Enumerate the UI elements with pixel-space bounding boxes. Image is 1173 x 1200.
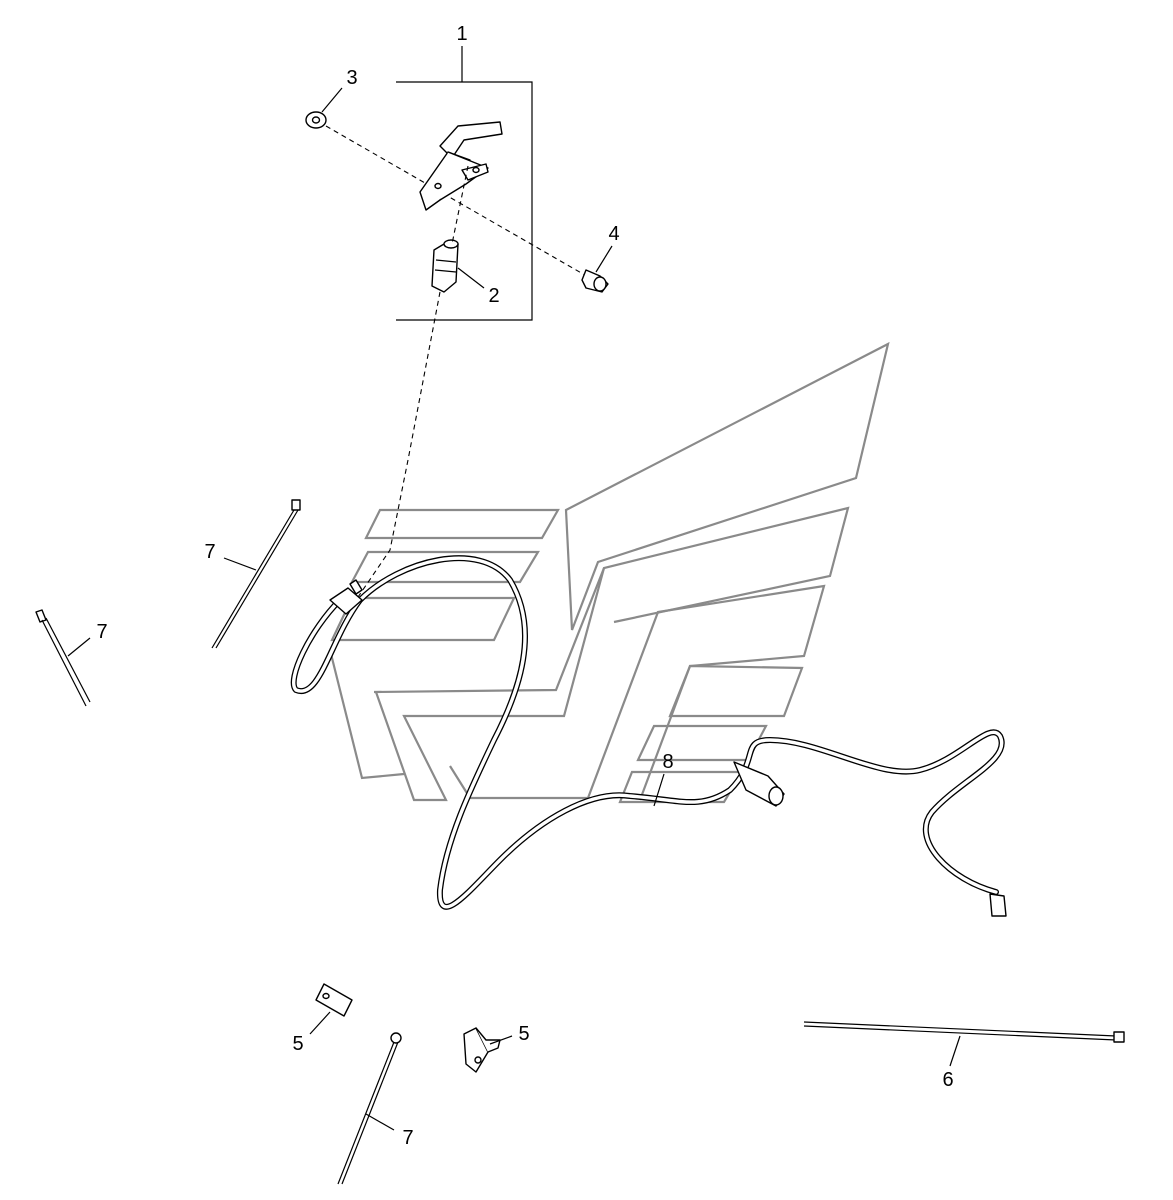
hose-fitting-icon: [431, 239, 459, 293]
cable-tie-icon: [803, 1021, 1125, 1043]
callout-1: 1: [456, 23, 467, 45]
callout-2: 2: [488, 285, 499, 307]
callout-7-left: 7: [96, 621, 107, 643]
callout-8: 8: [662, 751, 673, 773]
clip-icon: [463, 1027, 501, 1073]
callout-4: 4: [608, 223, 619, 245]
callout-5-left: 5: [292, 1033, 303, 1055]
washer-icon: [305, 111, 327, 129]
cable-tie-icon: [35, 609, 91, 707]
ghost-outline: [328, 341, 890, 804]
clip-icon: [315, 983, 353, 1017]
bolt-icon: [581, 269, 609, 293]
callout-7-bottom: 7: [402, 1127, 413, 1149]
callout-5-right: 5: [518, 1023, 529, 1045]
mounting-bracket-icon: [419, 121, 503, 211]
cable-tie-icon: [337, 1032, 402, 1185]
hose-icon: [290, 555, 1007, 917]
callout-3: 3: [346, 67, 357, 89]
callout-7-upper: 7: [204, 541, 215, 563]
callout-6: 6: [942, 1069, 953, 1091]
assembly-1-bracket-box: [396, 46, 533, 321]
cable-tie-icon: [211, 499, 301, 649]
